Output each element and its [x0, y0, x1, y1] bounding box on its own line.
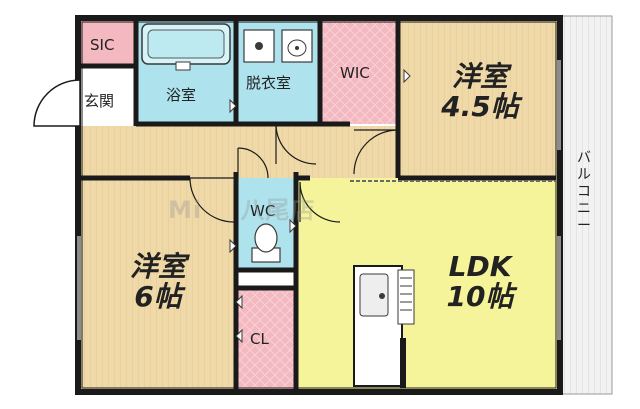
sic-floor — [80, 20, 136, 66]
kitchen-wall — [400, 338, 406, 388]
kitchen-grill-icon — [400, 277, 412, 311]
sic-label: SIC — [90, 36, 115, 54]
hall-floor — [80, 126, 398, 178]
ldk-label: LDK 10帖 — [420, 252, 540, 312]
shower-icon — [175, 61, 191, 71]
bedroom-large-label: 洋室 6帖 — [108, 252, 208, 312]
bedroom-large-name: 洋室 — [129, 250, 186, 283]
kitchen-sink-icon — [359, 273, 389, 317]
balcony-label: バルコニー — [574, 150, 594, 235]
bedroom-small-size: 4.5帖 — [441, 90, 519, 123]
outer-wall — [75, 15, 563, 395]
closet-tile — [236, 288, 296, 390]
genkan-label: 玄関 — [84, 92, 115, 110]
genkan-floor — [80, 66, 136, 126]
ldk-floor — [296, 178, 558, 390]
toilet-bowl-icon — [254, 223, 278, 253]
bedroom-large-size: 6帖 — [134, 280, 182, 313]
closet-label: CL — [250, 330, 269, 348]
wic-tile — [320, 20, 398, 124]
ldk-size: 10帖 — [446, 280, 514, 313]
wic-label: WIC — [340, 64, 370, 82]
balcony-area — [559, 15, 613, 395]
entrance-door — [33, 79, 81, 127]
watermark: Mi 八尾店 — [168, 190, 315, 225]
ldk-name: LDK — [448, 250, 512, 283]
watermark-tail: 八尾店 — [240, 196, 316, 224]
bedroom-large-floor — [80, 178, 236, 390]
entry-arrows — [229, 68, 411, 344]
bedroom-small-floor — [398, 20, 558, 178]
bedroom-small-label: 洋室 4.5帖 — [430, 62, 530, 122]
balcony-text: バルコニー — [577, 150, 591, 234]
watermark-text: Mi — [168, 196, 203, 224]
door-swings — [189, 123, 399, 223]
dressing-label: 脱衣室 — [246, 74, 292, 92]
bedroom-small-name: 洋室 — [451, 60, 508, 93]
wc-label: WC — [250, 202, 276, 220]
bath-label: 浴室 — [166, 86, 197, 104]
